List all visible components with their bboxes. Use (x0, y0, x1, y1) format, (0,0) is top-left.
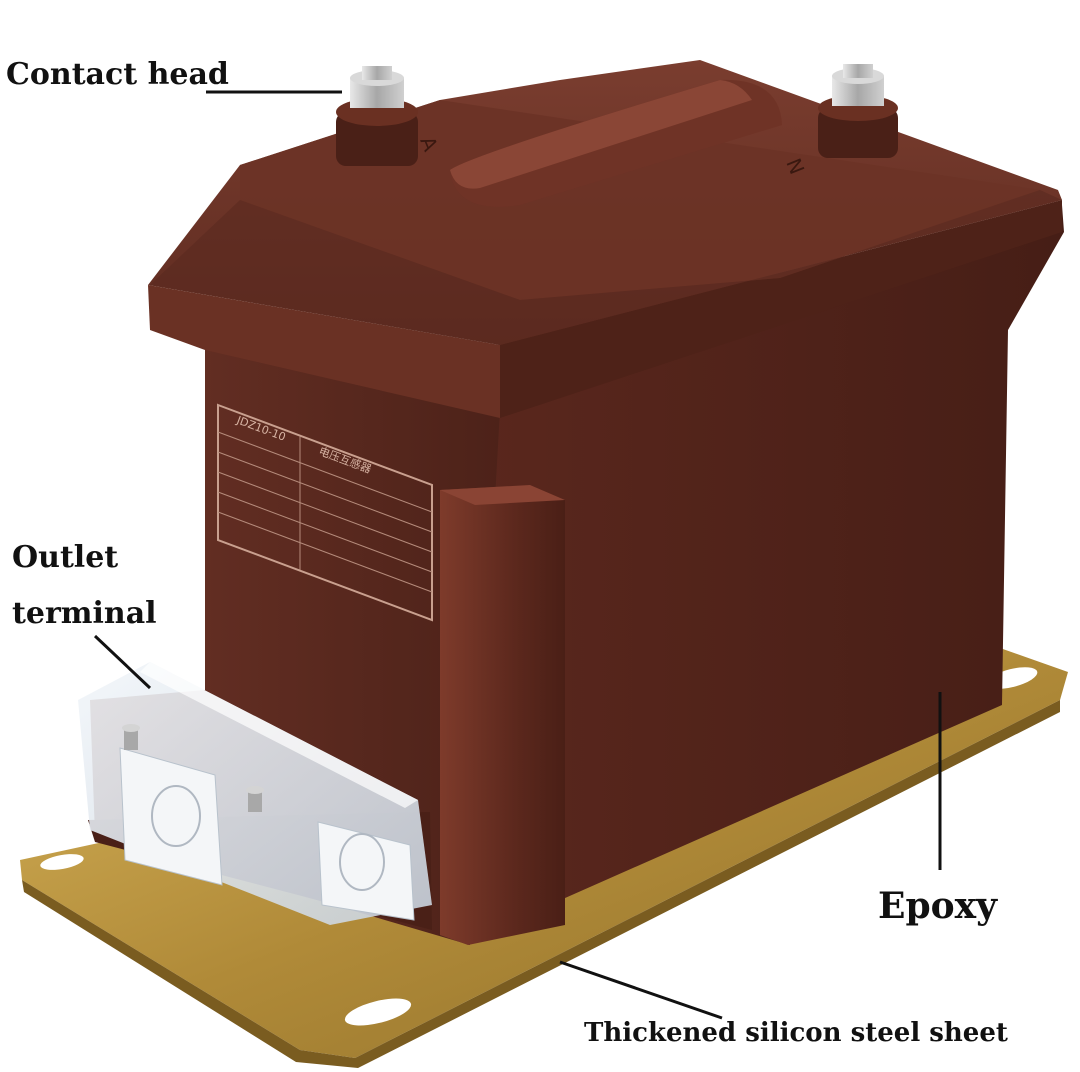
contact-head-label: Contact head (6, 57, 229, 92)
contact-head-left (336, 66, 418, 166)
terminal-screw (248, 790, 262, 812)
terminal-screw (124, 728, 138, 750)
mounting-hole (40, 854, 84, 870)
contact-head-right (818, 64, 898, 158)
epoxy-label: Epoxy (878, 885, 998, 927)
steel-sheet-leader (559, 960, 723, 1020)
front-rib (440, 485, 565, 945)
steel-sheet-label: Thickened silicon steel sheet (584, 1018, 1008, 1048)
outlet-terminal-label-line2: terminal (12, 596, 157, 631)
outlet-terminal-leader (93, 634, 152, 690)
top-handle (450, 79, 782, 207)
outlet-terminal-block (78, 662, 432, 930)
outlet-terminal-label-line1: Outlet (12, 540, 119, 575)
mounting-hole (344, 998, 412, 1026)
